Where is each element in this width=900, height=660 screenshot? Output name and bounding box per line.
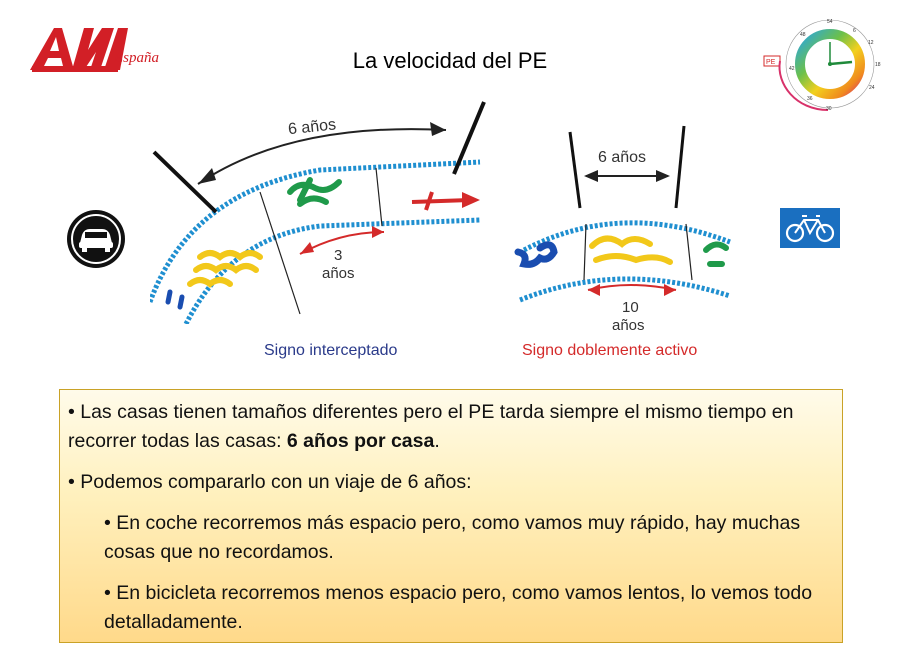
bicycle-sign-icon <box>780 208 840 248</box>
page-title: La velocidad del PE <box>352 48 548 73</box>
clock-number: 6 <box>853 28 856 34</box>
emphasis-text: 6 años por casa <box>286 430 435 452</box>
clock-number: 54 <box>827 19 833 25</box>
clock-number: 42 <box>789 66 795 72</box>
clock-number: 12 <box>868 40 874 46</box>
ama-logo: España <box>30 28 159 72</box>
clock-pe-label: PE <box>766 59 776 66</box>
clock-number: 30 <box>826 106 832 112</box>
logo-script-text: España <box>113 50 159 66</box>
inner-dimension-unit: años <box>612 317 645 334</box>
caption-intercepted: Signo interceptado <box>264 342 398 359</box>
doubly-active-sign-diagram: 6 años 10 años <box>514 125 731 334</box>
car-sign-icon <box>67 210 125 268</box>
paragraph-car: • En coche recorremos más espacio pero, … <box>104 512 801 563</box>
paragraph-text: • Las casas tienen tamaños diferentes pe… <box>68 401 794 452</box>
inner-dimension-value: 3 <box>334 247 342 264</box>
clock-icon: PE 54 48 6 12 42 18 24 36 30 <box>763 19 881 112</box>
paragraph-end: . <box>434 430 440 452</box>
top-dimension-label: 6 años <box>598 149 646 166</box>
clock-number: 18 <box>875 62 881 68</box>
clock-number: 48 <box>800 32 806 38</box>
paragraph-bicycle: • En bicicleta recorremos menos espacio … <box>104 582 813 633</box>
caption-doubly-active: Signo doblemente activo <box>522 342 698 359</box>
inner-dimension-value: 10 <box>622 299 639 316</box>
paragraph-house-sizes: • Las casas tienen tamaños diferentes pe… <box>68 398 832 456</box>
paragraph-travel-comparison: • Podemos compararlo con un viaje de 6 a… <box>68 471 472 493</box>
explanation-box: • Las casas tienen tamaños diferentes pe… <box>59 389 843 643</box>
clock-number: 36 <box>807 96 813 102</box>
top-dimension-label: 6 años <box>287 116 337 138</box>
inner-dimension-unit: años <box>322 265 355 282</box>
intercepted-sign-diagram: 6 años 3 años <box>150 101 486 324</box>
clock-number: 24 <box>869 85 875 91</box>
